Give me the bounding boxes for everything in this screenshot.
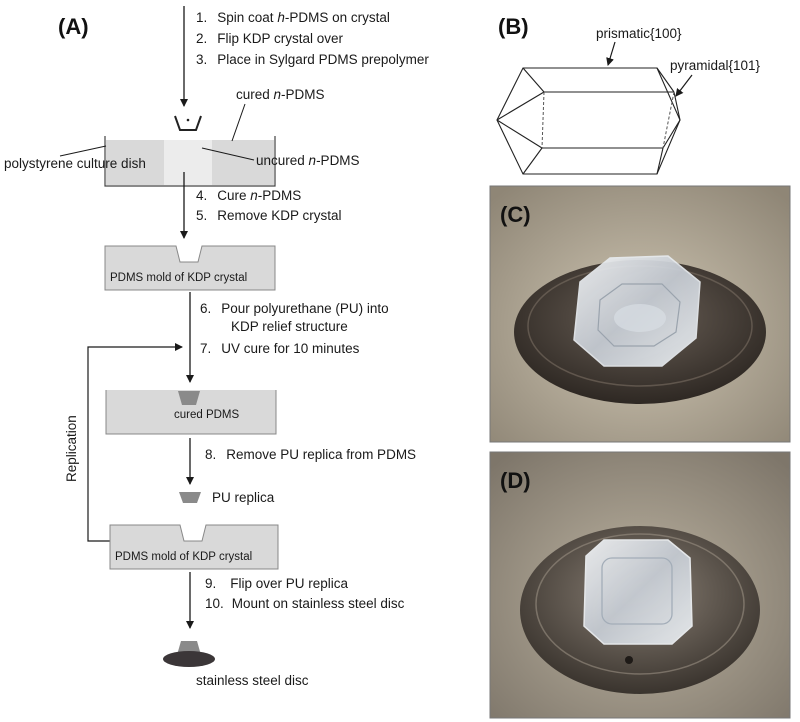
step-5: 5.Remove KDP crystal — [196, 208, 342, 223]
svg-text:PDMS mold of KDP crystal: PDMS mold of KDP crystal — [110, 272, 247, 284]
pdms-mold-2: PDMS mold of KDP crystal — [109, 524, 279, 570]
steel-disc — [163, 651, 215, 667]
svg-text:cured PDMS: cured PDMS — [174, 409, 240, 421]
label-steel-disc: stainless steel disc — [196, 673, 309, 688]
step-6: 6.Pour polyurethane (PU) into — [200, 301, 389, 316]
label-prismatic: prismatic{100} — [596, 26, 682, 41]
kdp-crystal-photo-d — [583, 539, 693, 645]
label-polystyrene-dish: polystyrene culture dish — [4, 156, 146, 171]
steel-disc-assembly — [163, 641, 215, 667]
kdp-crystal-drawing — [488, 48, 702, 180]
panel-label-c: (C) — [500, 202, 531, 227]
photo-panel-d: (D) — [489, 451, 791, 719]
replication-loop-arrow — [87, 343, 183, 542]
label-pu-replica: PU replica — [212, 490, 275, 505]
photo-panel-c: (C) — [489, 185, 791, 443]
step-4: 4.Cure n-PDMS — [196, 188, 301, 203]
label-pyramidal: pyramidal{101} — [670, 58, 761, 73]
label-uncured-n-pdms: uncured n-PDMS — [256, 153, 360, 168]
panel-label-a: (A) — [58, 14, 89, 39]
step-9: 9.Flip over PU replica — [205, 576, 349, 591]
label-cured-n-pdms: cured n-PDMS — [236, 87, 325, 102]
panel-label-d: (D) — [500, 468, 531, 493]
kdp-crystal-in-dish — [174, 115, 202, 131]
panel-label-b: (B) — [498, 14, 529, 39]
svg-text:1.Spin coat h-PDMS on crystal: 1.Spin coat h-PDMS on crystal — [196, 10, 390, 25]
label-replication: Replication — [64, 415, 79, 482]
culture-dish — [104, 115, 276, 187]
step-10: 10.Mount on stainless steel disc — [205, 596, 405, 611]
svg-text:2.Flip KDP crystal over: 2.Flip KDP crystal over — [196, 31, 344, 46]
svg-text:3.Place in Sylgard PDMS prepol: 3.Place in Sylgard PDMS prepolymer — [196, 52, 429, 67]
svg-text:PDMS mold of KDP crystal: PDMS mold of KDP crystal — [115, 551, 252, 563]
pu-replica-shape — [179, 492, 201, 503]
pdms-mold-1: PDMS mold of KDP crystal — [104, 245, 276, 291]
cured-pdms-with-pu: cured PDMS — [105, 390, 277, 435]
step-8: 8.Remove PU replica from PDMS — [205, 447, 416, 462]
pu-in-mold — [178, 391, 200, 405]
step-7: 7.UV cure for 10 minutes — [200, 341, 360, 356]
steps-1-3: 1.Spin coat h-PDMS on crystal 2.Flip KDP… — [196, 10, 429, 67]
step-6-cont: KDP relief structure — [231, 319, 348, 334]
